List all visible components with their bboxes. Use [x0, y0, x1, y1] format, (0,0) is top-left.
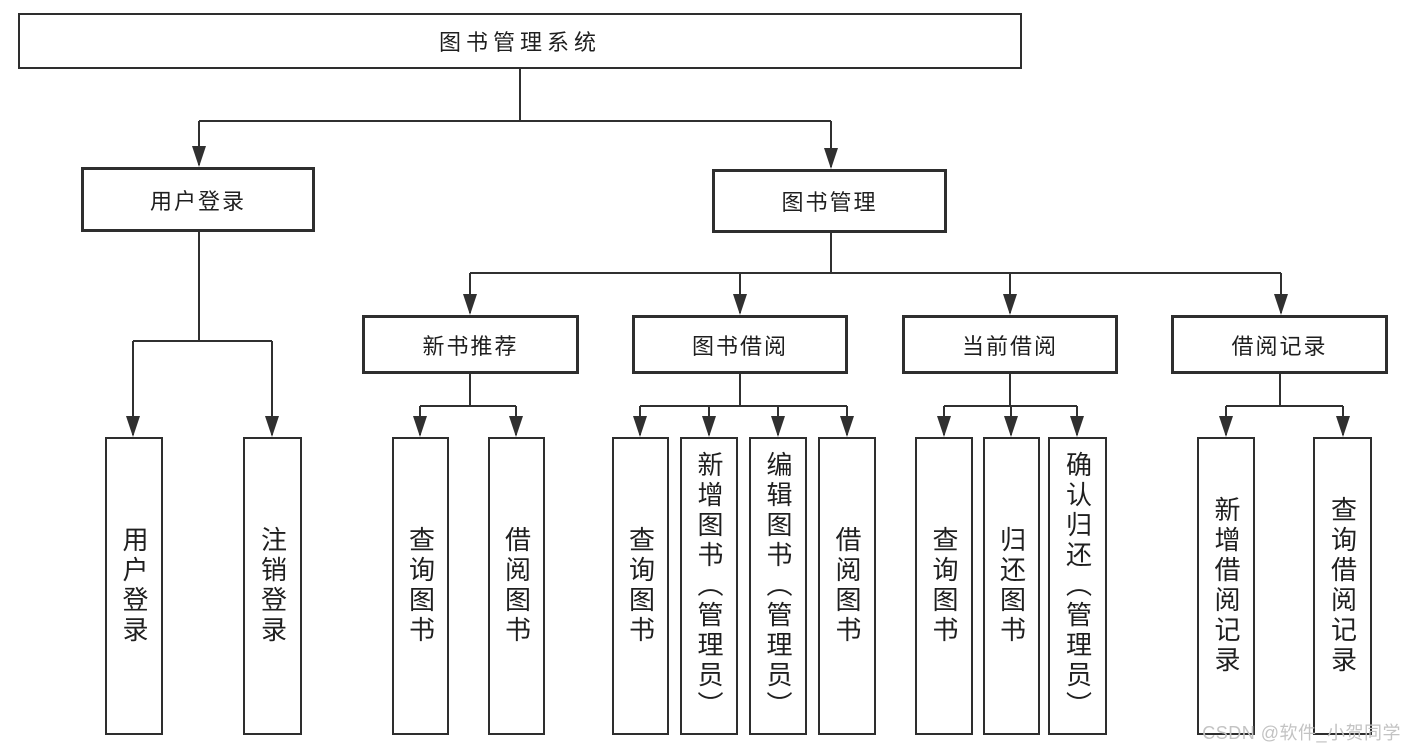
- node-label: 编辑图书（管理员）: [763, 451, 793, 721]
- node-label: 借阅记录: [1231, 333, 1328, 359]
- leaf-bb-add-books-admin: 新增图书（管理员）: [680, 437, 738, 735]
- arrow-down-icon: [824, 148, 838, 169]
- leaf-bb-query-books: 查询图书: [612, 437, 669, 735]
- node-label: 借阅图书: [501, 526, 532, 646]
- arrow-down-icon: [733, 294, 747, 315]
- arrow-down-icon: [771, 416, 785, 437]
- arrow-down-icon: [633, 416, 647, 437]
- leaf-nb-borrow-books: 借阅图书: [488, 437, 545, 735]
- arrow-down-icon: [702, 416, 716, 437]
- leaf-user-login: 用户登录: [105, 437, 163, 735]
- node-label: 查询图书: [625, 526, 656, 646]
- arrow-down-icon: [509, 416, 523, 437]
- leaf-bb-borrow-books: 借阅图书: [818, 437, 876, 735]
- node-borrow-records: 借阅记录: [1171, 315, 1388, 374]
- node-label: 确认归还（管理员）: [1062, 451, 1093, 721]
- csdn-watermark: CSDN @软件_小贺同学: [1202, 723, 1401, 743]
- leaf-cb-return-books: 归还图书: [983, 437, 1040, 735]
- leaf-logout: 注销登录: [243, 437, 302, 735]
- node-book-borrow: 图书借阅: [632, 315, 848, 374]
- arrow-down-icon: [413, 416, 427, 437]
- arrow-down-icon: [937, 416, 951, 437]
- connector-root: [198, 69, 832, 167]
- node-label: 用户登录: [149, 188, 246, 214]
- arrow-down-icon: [1004, 416, 1018, 437]
- arrow-down-icon: [1003, 294, 1017, 315]
- connector-lines: [132, 69, 1344, 435]
- arrow-down-icon: [192, 146, 206, 167]
- node-label: 查询借阅记录: [1327, 496, 1358, 676]
- node-label: 归还图书: [996, 526, 1027, 646]
- arrow-down-icon: [840, 416, 854, 437]
- arrow-down-icon: [1070, 416, 1084, 437]
- node-label: 新增借阅记录: [1211, 496, 1241, 676]
- node-user-login: 用户登录: [81, 167, 315, 232]
- arrow-down-icon: [126, 416, 140, 437]
- connector-book-management: [469, 233, 1282, 313]
- arrow-down-icon: [265, 416, 279, 437]
- node-label: 用户登录: [119, 526, 149, 646]
- connector-user-login: [132, 232, 273, 435]
- leaf-nb-query-books: 查询图书: [392, 437, 449, 735]
- node-label: 当前借阅: [961, 333, 1058, 359]
- leaf-br-query-record: 查询借阅记录: [1313, 437, 1372, 735]
- arrow-down-icon: [463, 294, 477, 315]
- connector-borrow-records: [1225, 374, 1344, 435]
- leaf-bb-edit-books-admin: 编辑图书（管理员）: [749, 437, 807, 735]
- node-label: 图书管理系统: [438, 30, 601, 55]
- node-new-book-recommend: 新书推荐: [362, 315, 579, 374]
- arrow-down-icon: [1336, 416, 1350, 437]
- node-library-management-system: 图书管理系统: [18, 13, 1022, 69]
- node-label: 借阅图书: [832, 526, 862, 646]
- node-label: 新书推荐: [422, 333, 519, 359]
- node-label: 查询图书: [405, 526, 436, 646]
- leaf-cb-query-books: 查询图书: [915, 437, 973, 735]
- node-label: 新增图书（管理员）: [694, 451, 724, 721]
- connector-book-borrow: [639, 374, 848, 435]
- node-label: 注销登录: [257, 526, 288, 646]
- node-book-management: 图书管理: [712, 169, 947, 233]
- node-label: 查询图书: [929, 526, 959, 646]
- node-label: 图书管理: [781, 190, 878, 215]
- node-current-borrow: 当前借阅: [902, 315, 1118, 374]
- leaf-br-add-record: 新增借阅记录: [1197, 437, 1255, 735]
- connector-current-borrow: [943, 374, 1078, 435]
- node-label: 图书借阅: [691, 333, 788, 359]
- arrow-down-icon: [1219, 416, 1233, 437]
- connector-new-book-recommend: [419, 374, 517, 435]
- leaf-cb-confirm-return-admin: 确认归还（管理员）: [1048, 437, 1107, 735]
- arrow-down-icon: [1274, 294, 1288, 315]
